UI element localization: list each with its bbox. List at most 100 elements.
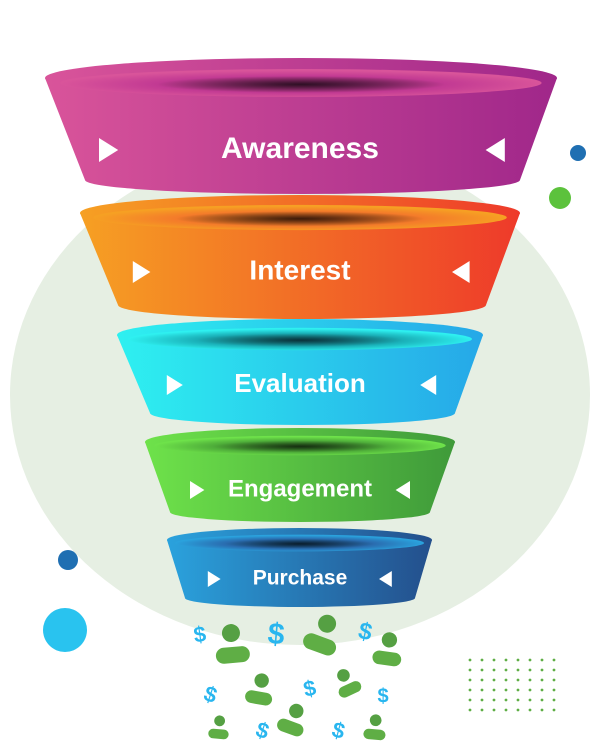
person-icon [303,614,337,656]
grid-dot [504,708,508,712]
grid-dot [492,678,496,682]
grid-dot [468,678,472,682]
funnel-stage-purchase: Purchase [167,528,432,607]
grid-dot [504,668,508,672]
stage-label: Evaluation [234,368,365,398]
arrow-left-icon [485,138,505,162]
funnel-stage-interest: Interest [80,195,520,319]
grid-dot [540,658,544,662]
dollar-icon: $ [356,617,375,646]
grid-dot [504,698,508,702]
grid-dot [540,688,544,692]
grid-dot [528,658,532,662]
dot-grid [468,658,556,712]
dollar-icon: $ [192,621,208,647]
funnel-body [145,442,455,522]
arrow-left-icon [420,375,437,395]
grid-dot [552,708,556,712]
grid-dot [480,698,484,702]
arrow-right-icon [190,481,205,499]
grid-dot [492,708,496,712]
arrow-left-icon [379,571,392,587]
grid-dot [504,688,508,692]
dollar-icon: $ [266,617,286,651]
dollar-icon: $ [377,685,388,707]
grid-dot [552,668,556,672]
funnel-body [80,213,520,319]
dollar-icon: $ [301,675,318,702]
grid-dot [516,708,520,712]
arrow-left-icon [452,261,470,283]
decor-dot [58,550,78,570]
grid-dot [468,708,472,712]
grid-dot [492,688,496,692]
grid-dot [516,678,520,682]
grid-dot [492,658,496,662]
grid-dot [516,698,520,702]
person-icon [277,703,304,737]
dollar-icon: $ [201,681,220,709]
grid-dot [516,668,520,672]
funnel-body [45,78,557,194]
person-icon [363,714,386,741]
funnel-opening [60,69,542,97]
decor-dot [570,145,586,161]
grid-dot [504,678,508,682]
grid-dot [528,688,532,692]
grid-dot [480,688,484,692]
grid-dot [480,668,484,672]
grid-dot [480,708,484,712]
grid-dot [468,658,472,662]
grid-dot [480,658,484,662]
grid-dot [504,658,508,662]
funnel: Purchase Engagement Evaluation Interest Awar… [45,58,557,607]
grid-dot [492,668,496,672]
grid-dot [552,688,556,692]
funnel-opening [93,204,507,231]
funnel-stage-engagement: Engagement [145,428,455,522]
decor-dot [43,608,87,652]
person-icon [208,715,229,740]
person-icon [337,669,362,698]
grid-dot [528,678,532,682]
grid-dot [468,668,472,672]
person-icon [245,673,273,706]
grid-dot [528,668,532,672]
grid-dot [540,698,544,702]
arrow-right-icon [166,375,183,395]
arrow-left-icon [395,481,410,499]
funnel-opening [154,435,446,456]
conversion-icons: $ $ $ $ $ $ $ $ [192,614,402,745]
grid-dot [468,698,472,702]
arrow-right-icon [207,571,221,587]
stage-label: Awareness [221,132,379,165]
funnel-body [167,540,432,607]
grid-dot [468,688,472,692]
dollar-icon: $ [253,717,272,745]
person-icon [215,624,250,664]
dollar-icon: $ [329,717,347,744]
funnel-stage-evaluation: Evaluation [117,319,483,425]
grid-dot [516,688,520,692]
grid-dot [528,708,532,712]
grid-dot [492,698,496,702]
arrow-right-icon [99,138,119,162]
grid-dot [540,708,544,712]
grid-dot [528,698,532,702]
funnel-opening [174,534,425,552]
grid-dot [540,678,544,682]
person-icon [372,632,402,667]
grid-dot [552,678,556,682]
decor-dot [549,187,571,209]
grid-dot [552,658,556,662]
funnel-stage-awareness: Awareness [45,58,557,194]
arrow-right-icon [132,261,151,283]
grid-dot [552,698,556,702]
funnel-opening [127,327,473,351]
stage-label: Purchase [253,567,348,590]
stage-label: Interest [249,254,350,285]
grid-dot [540,668,544,672]
funnel-body [117,335,483,425]
grid-dot [480,678,484,682]
